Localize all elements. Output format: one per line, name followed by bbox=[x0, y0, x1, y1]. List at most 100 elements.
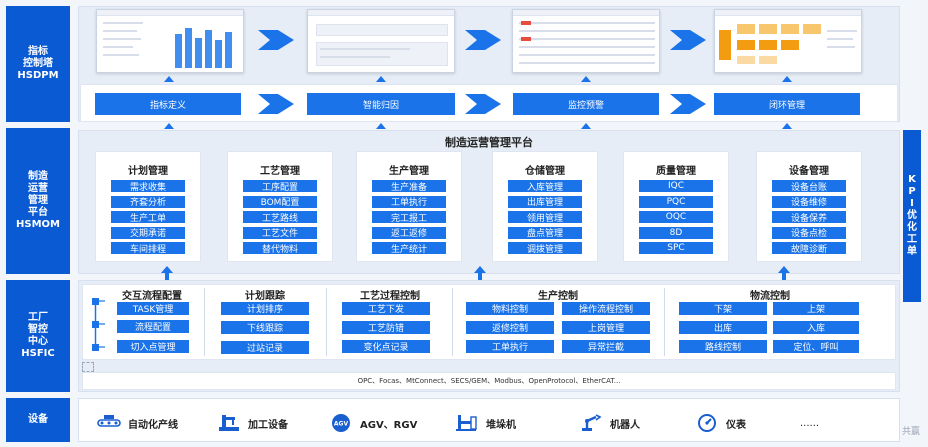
robot-arm-icon bbox=[582, 414, 602, 431]
module-item[interactable]: 返工返修 bbox=[372, 226, 446, 239]
lane-hsdpm: 指标 控制塔 HSDPM bbox=[6, 6, 70, 122]
fic-prod-item[interactable]: 工单执行 bbox=[466, 340, 554, 353]
big-arrow-icon bbox=[670, 94, 706, 114]
module-item[interactable]: IQC bbox=[639, 180, 713, 192]
fic-process-item[interactable]: 工艺下发 bbox=[342, 302, 430, 315]
lane-hsmom: 制造 运营 管理 平台 HSMOM bbox=[6, 128, 70, 274]
module-item[interactable]: 入库管理 bbox=[508, 180, 582, 193]
module-item[interactable]: 工艺路线 bbox=[243, 211, 317, 224]
module-item[interactable]: 故障诊断 bbox=[772, 242, 846, 255]
machine-tool-icon bbox=[219, 415, 239, 431]
module-item[interactable]: 调拨管理 bbox=[508, 242, 582, 255]
fic-plan-item[interactable]: 下线跟踪 bbox=[221, 321, 309, 334]
module-item[interactable]: BOM配置 bbox=[243, 195, 317, 208]
module-item[interactable]: 生产统计 bbox=[372, 242, 446, 255]
module-item[interactable]: 设备维修 bbox=[772, 195, 846, 208]
module-item[interactable]: 工艺文件 bbox=[243, 226, 317, 239]
fic-prod-item[interactable]: 物料控制 bbox=[466, 302, 554, 315]
fic-plan-item[interactable]: 过站记录 bbox=[221, 341, 309, 354]
big-arrow-icon bbox=[258, 30, 294, 50]
big-arrow-icon bbox=[465, 30, 501, 50]
module-item[interactable]: OQC bbox=[639, 211, 713, 223]
up-arrow-icon bbox=[782, 76, 792, 82]
big-arrow-icon bbox=[258, 94, 294, 114]
fic-flow-title: 交互流程配置 bbox=[122, 291, 182, 302]
module-item[interactable]: 出库管理 bbox=[508, 195, 582, 208]
module-item[interactable]: 工单执行 bbox=[372, 195, 446, 208]
module-item[interactable]: 齐套分析 bbox=[111, 195, 185, 208]
device-label: ...... bbox=[800, 417, 820, 429]
module-item[interactable]: 设备点检 bbox=[772, 226, 846, 239]
svg-text:AGV: AGV bbox=[334, 421, 349, 428]
fic-prod-title: 生产控制 bbox=[538, 291, 578, 302]
fic-process-item[interactable]: 变化点记录 bbox=[342, 340, 430, 353]
module-item[interactable]: 车间排程 bbox=[111, 242, 185, 255]
devices-panel bbox=[78, 398, 900, 442]
device-gauge: 仪表 bbox=[694, 410, 746, 436]
module-item[interactable]: 设备台账 bbox=[772, 180, 846, 193]
up-arrow-icon bbox=[581, 123, 591, 129]
module-title: 质量管理 bbox=[656, 166, 696, 177]
fic-plan-item[interactable]: 计划排序 bbox=[221, 302, 309, 315]
module-title: 计划管理 bbox=[128, 166, 168, 177]
module-item[interactable]: 设备保养 bbox=[772, 211, 846, 224]
kpi-optimize-bar: K P I 优 化 工 单 bbox=[903, 130, 921, 302]
fic-logistics-item[interactable]: 入库 bbox=[773, 321, 859, 334]
up-arrow-icon bbox=[376, 123, 386, 129]
fic-process-item[interactable]: 工艺防错 bbox=[342, 321, 430, 334]
platform-title: 制造运营管理平台 bbox=[445, 136, 533, 149]
fic-logistics-item[interactable]: 下架 bbox=[679, 302, 767, 315]
module-item[interactable]: SPC bbox=[639, 242, 713, 254]
device-agv: AGV AGV、RGV bbox=[328, 410, 417, 436]
device-label: 机器人 bbox=[610, 419, 640, 431]
module-item[interactable]: 盘点管理 bbox=[508, 226, 582, 239]
module-item[interactable]: 领用管理 bbox=[508, 211, 582, 224]
module-item[interactable]: 生产准备 bbox=[372, 180, 446, 193]
fic-prod-item[interactable]: 操作流程控制 bbox=[562, 302, 650, 315]
up-arrow-icon bbox=[581, 76, 591, 82]
device-label: AGV、RGV bbox=[360, 419, 418, 431]
fic-plan-title: 计划跟踪 bbox=[245, 291, 285, 302]
fic-prod-item[interactable]: 上岗管理 bbox=[562, 321, 650, 334]
up-arrow-icon bbox=[782, 123, 792, 129]
device-more: ...... bbox=[800, 410, 819, 436]
module-item[interactable]: 需求收集 bbox=[111, 180, 185, 193]
device-machining: 加工设备 bbox=[216, 410, 288, 436]
fic-logistics-item[interactable]: 上架 bbox=[773, 302, 859, 315]
module-title: 仓储管理 bbox=[525, 166, 565, 177]
module-item[interactable]: 完工报工 bbox=[372, 211, 446, 224]
module-item[interactable]: 交期承诺 bbox=[111, 226, 185, 239]
stage-closed-loop[interactable]: 闭环管理 bbox=[714, 93, 860, 115]
dashboard-screenshot-4 bbox=[714, 9, 862, 73]
fic-prod-item[interactable]: 返修控制 bbox=[466, 321, 554, 334]
dashboard-screenshot-1 bbox=[96, 9, 244, 73]
device-label: 仪表 bbox=[726, 419, 746, 431]
module-item[interactable]: 替代物料 bbox=[243, 242, 317, 255]
fic-logistics-item[interactable]: 出库 bbox=[679, 321, 767, 334]
expand-handle-icon bbox=[82, 362, 94, 372]
fic-flow-item[interactable]: 流程配置 bbox=[117, 320, 189, 333]
stacker-icon bbox=[456, 415, 477, 431]
big-arrow-icon bbox=[465, 94, 501, 114]
stage-monitor[interactable]: 监控预警 bbox=[513, 93, 659, 115]
stage-define[interactable]: 指标定义 bbox=[95, 93, 241, 115]
fic-logistics-item[interactable]: 定位、呼叫 bbox=[773, 340, 859, 353]
device-automation-line: 自动化产线 bbox=[96, 410, 178, 436]
module-item[interactable]: PQC bbox=[639, 195, 713, 208]
up-arrow-icon bbox=[376, 76, 386, 82]
device-label: 加工设备 bbox=[248, 419, 288, 431]
dashboard-screenshot-3 bbox=[512, 9, 660, 73]
fic-flow-item[interactable]: 切入点管理 bbox=[117, 340, 189, 353]
module-item[interactable]: 生产工单 bbox=[111, 211, 185, 224]
fic-flow-item[interactable]: TASK管理 bbox=[117, 302, 189, 315]
module-title: 设备管理 bbox=[789, 166, 829, 177]
module-title: 工艺管理 bbox=[260, 166, 300, 177]
fic-logistics-item[interactable]: 路线控制 bbox=[679, 340, 767, 353]
module-item[interactable]: 工序配置 bbox=[243, 180, 317, 193]
protocols-bar: OPC、Focas、MtConnect、SECS/GEM、Modbus、Open… bbox=[82, 372, 896, 390]
stage-attribution[interactable]: 智能归因 bbox=[307, 93, 455, 115]
module-title: 生产管理 bbox=[389, 166, 429, 177]
fic-prod-item[interactable]: 异常拦截 bbox=[562, 340, 650, 353]
module-item[interactable]: 8D bbox=[639, 226, 713, 239]
dashboard-screenshot-2 bbox=[307, 9, 455, 73]
